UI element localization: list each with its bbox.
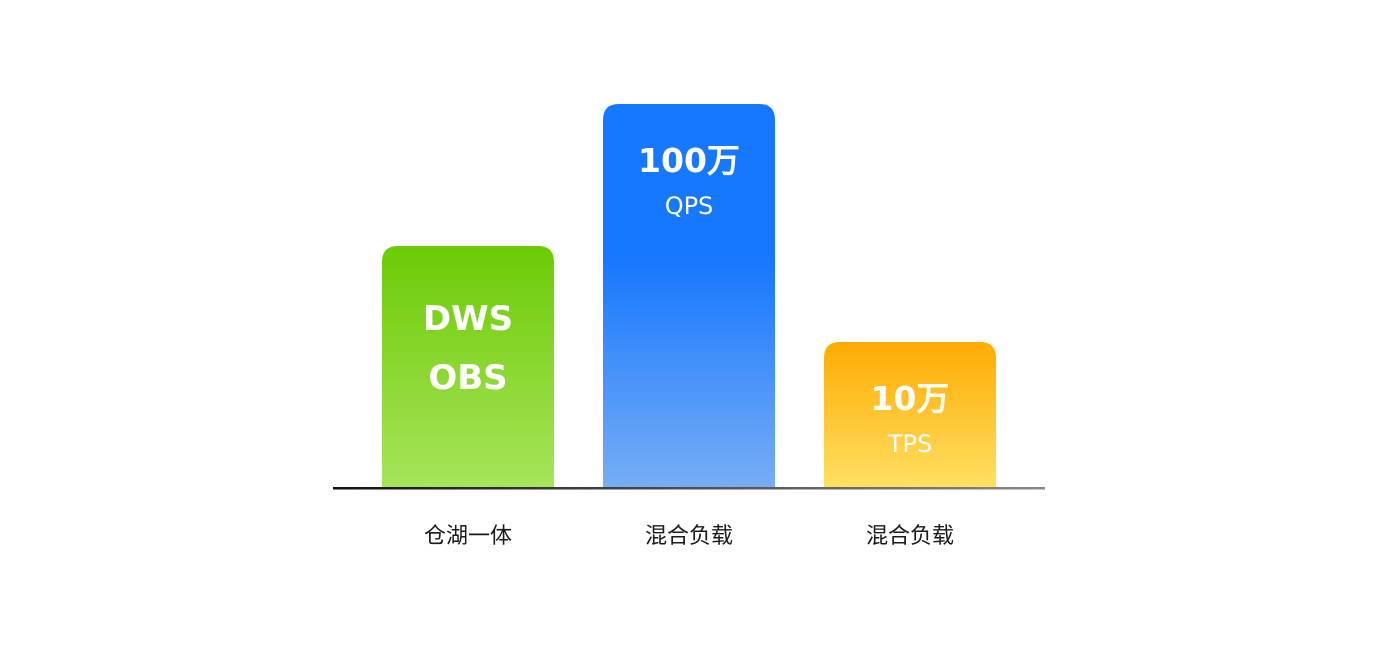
bar-2-label-line-1: 100万: [638, 141, 740, 180]
x-axis-line: [333, 487, 1045, 490]
bars-layer: [382, 104, 996, 488]
bar-3-label-line-2: TPS: [887, 430, 932, 458]
bar-3: [824, 342, 996, 488]
bar-3-label-line-1: 10万: [871, 379, 950, 418]
bar-1-label-line-1: DWS: [423, 299, 513, 339]
x-tick-label-2: 混合负载: [645, 524, 733, 549]
bar-2-label-line-2: QPS: [665, 192, 714, 220]
x-tick-label-1: 仓湖一体: [424, 524, 512, 549]
axis-layer: [333, 487, 1045, 490]
bar-2: [603, 104, 775, 488]
labels-layer: DWS OBS 仓湖一体 100万 QPS 混合负载 10万 TPS 混合负载: [423, 141, 954, 549]
bar-1: [382, 246, 554, 488]
bar-1-label-line-2: OBS: [428, 358, 507, 398]
x-tick-label-3: 混合负载: [866, 524, 954, 549]
